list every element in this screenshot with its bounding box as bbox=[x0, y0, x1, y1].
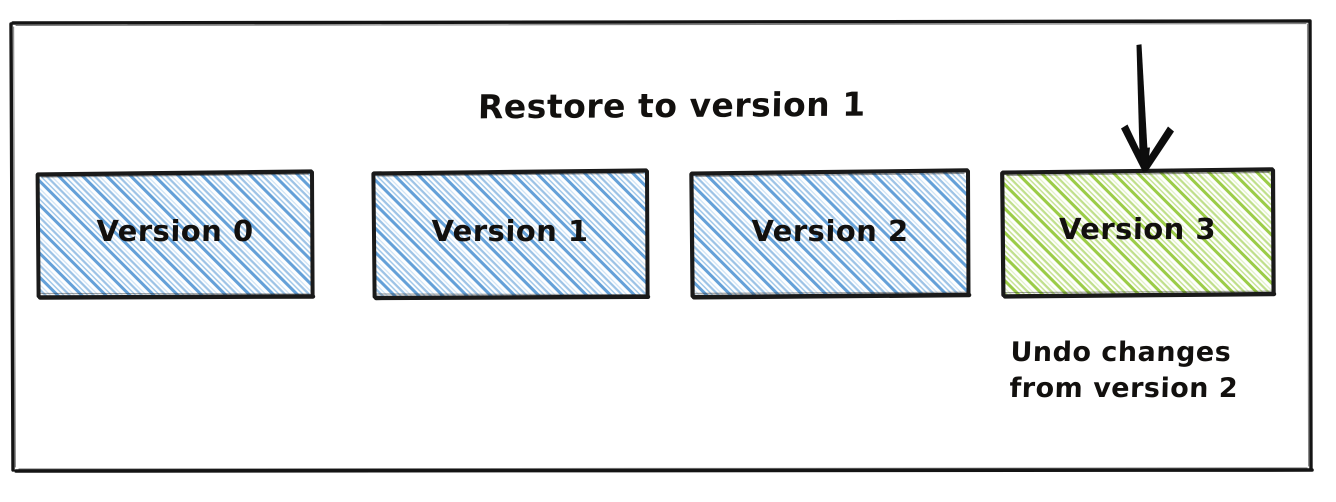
version-box-label-0: Version 0 bbox=[95, 214, 255, 248]
diagram-title: Restore to version 1 bbox=[477, 84, 867, 127]
undo-changes-note: Undo changes from version 2 bbox=[1009, 337, 1239, 404]
version-box-3[interactable]: Version 3 bbox=[1001, 168, 1274, 296]
version-box-0[interactable]: Version 0 bbox=[38, 170, 312, 298]
outer-frame bbox=[9, 19, 1314, 473]
box-shape-version-0 bbox=[35, 169, 316, 300]
box-shape-version-1 bbox=[371, 168, 651, 301]
down-arrow-icon bbox=[1121, 44, 1174, 172]
box-shape-version-3 bbox=[1000, 167, 1277, 299]
version-box-label-3: Version 3 bbox=[1058, 212, 1217, 246]
version-box-1[interactable]: Version 1 bbox=[373, 170, 647, 298]
version-box-label-1: Version 1 bbox=[430, 214, 590, 248]
version-box-2[interactable]: Version 2 bbox=[690, 170, 970, 298]
version-box-label-2: Version 2 bbox=[750, 214, 910, 248]
box-shape-version-2 bbox=[689, 168, 972, 300]
